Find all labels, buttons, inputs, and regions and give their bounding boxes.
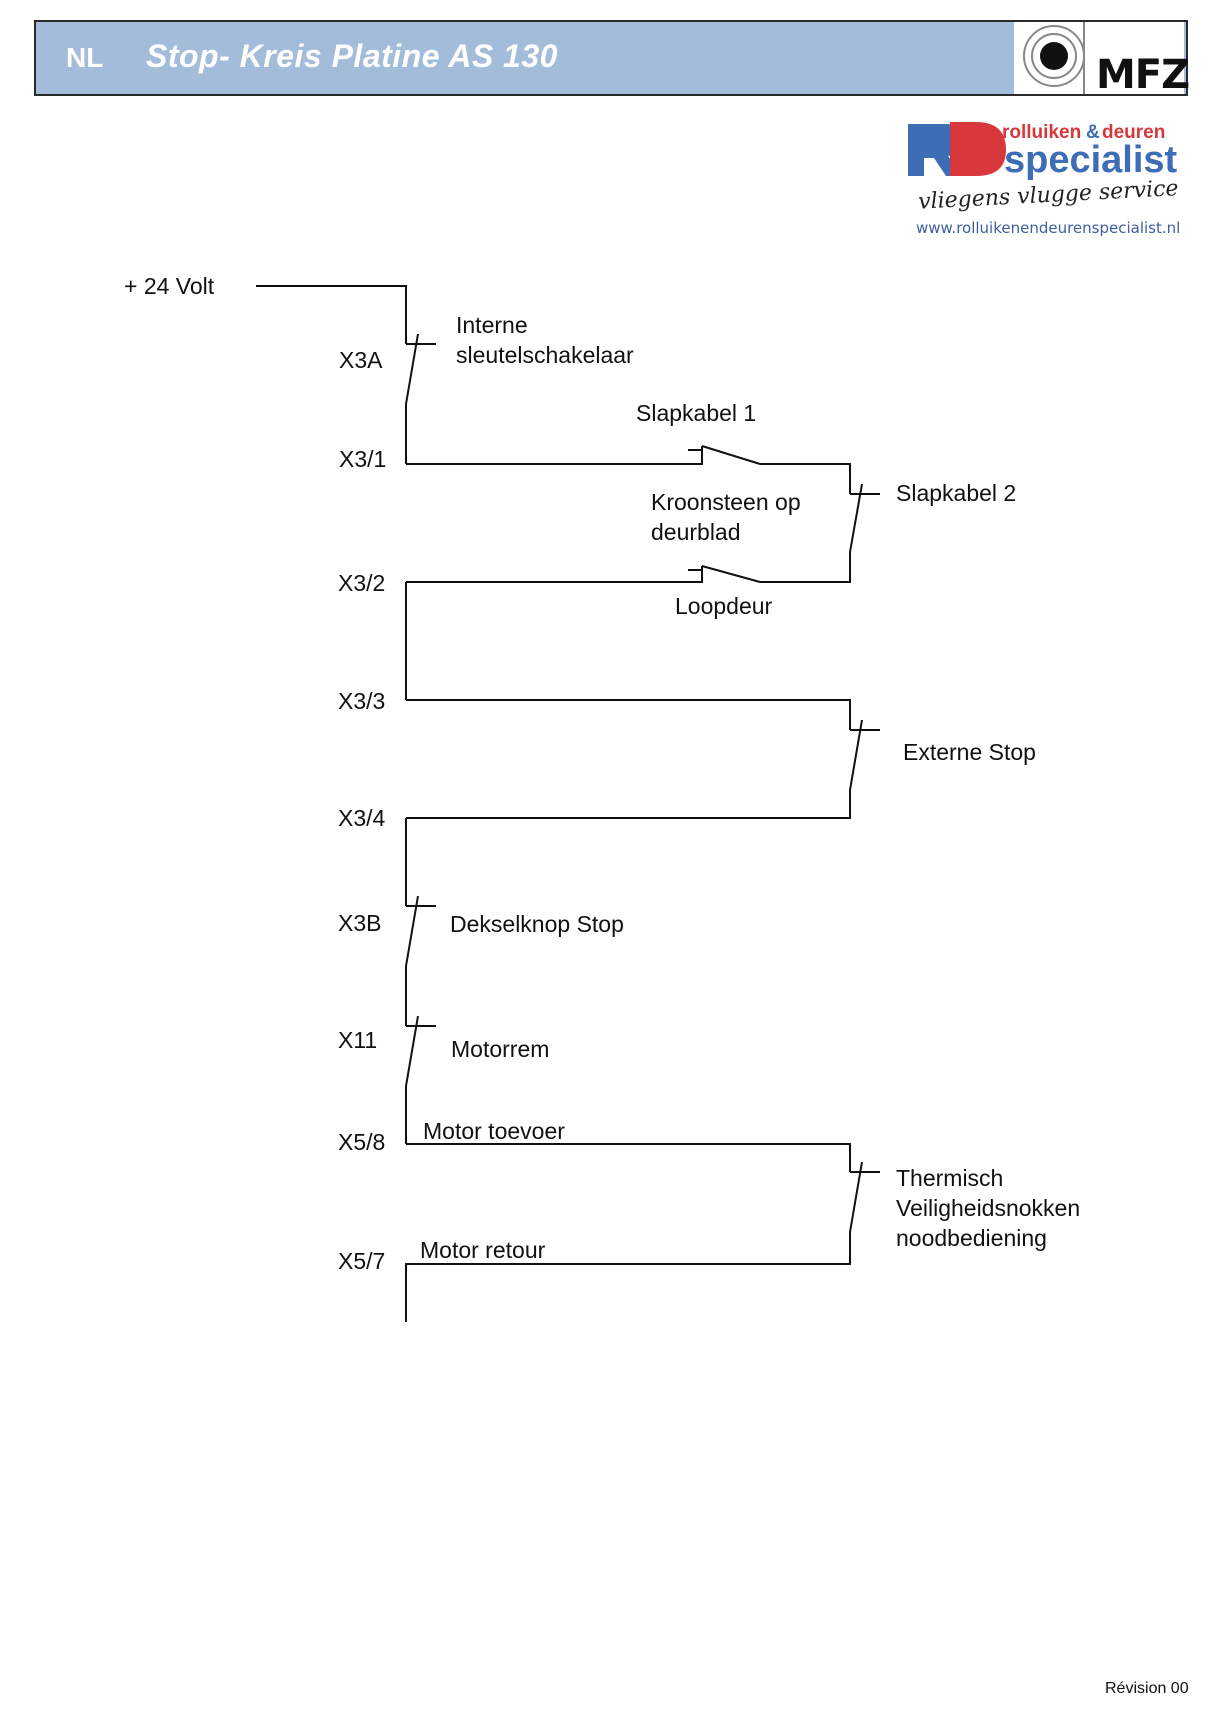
terminal-x3-2: X3/2: [338, 570, 385, 596]
terminal-x3a: X3A: [339, 347, 383, 373]
slapkabel1-to-slapkabel2: [760, 463, 851, 494]
label-interne-2: sleutelschakelaar: [456, 342, 634, 368]
slapkabel2-to-loopdeur: [760, 552, 851, 583]
x3a-switch-blade: [405, 333, 419, 405]
label-slapkabel-1: Slapkabel 1: [636, 400, 756, 426]
supply-wire: [256, 285, 407, 344]
x57-wire: [405, 1232, 851, 1322]
label-thermisch-3: noodbediening: [896, 1225, 1047, 1251]
header-bar: NL Stop- Kreis Platine AS 130 MFZ: [34, 20, 1190, 98]
dealer-line1: rolluiken: [1002, 122, 1081, 143]
label-thermisch-2: Veiligheidsnokken: [896, 1195, 1080, 1221]
label-thermisch-1: Thermisch: [896, 1165, 1003, 1191]
dealer-logo: rolluiken & deuren specialist vliegens v…: [906, 114, 1188, 244]
rd-monogram-icon: rolluiken & deuren specialist vliegens v…: [908, 122, 1179, 215]
terminal-x5-8: X5/8: [338, 1129, 385, 1155]
dealer-url: www.rolluikenendeurenspecialist.nl: [916, 219, 1181, 237]
thermisch-blade: [849, 1161, 863, 1233]
motorrem-blade: [405, 1015, 419, 1087]
mfz-emblem-icon: [1023, 22, 1085, 94]
label-kroonsteen-2: deurblad: [651, 519, 741, 545]
revision-label: Révision 00: [1105, 1680, 1189, 1697]
label-motor-retour: Motor retour: [420, 1237, 546, 1263]
label-interne-1: Interne: [456, 312, 528, 338]
externe-blade: [849, 719, 863, 791]
x31-wire: [406, 446, 703, 465]
mfz-brand-text: MFZ: [1096, 52, 1190, 98]
x34-wire: [406, 790, 851, 819]
x32-wire: [406, 566, 703, 583]
terminal-x3-3: X3/3: [338, 688, 385, 714]
label-loopdeur: Loopdeur: [675, 593, 773, 619]
supply-label: + 24 Volt: [124, 273, 215, 299]
label-motor-toevoer: Motor toevoer: [423, 1118, 565, 1144]
label-dekselknop-stop: Dekselknop Stop: [450, 911, 624, 937]
dealer-big-text: specialist: [1004, 139, 1178, 181]
terminal-x5-7: X5/7: [338, 1248, 385, 1274]
x58-wire: [406, 1143, 851, 1172]
slapkabel2-blade: [849, 483, 863, 553]
x33-wire: [406, 699, 851, 730]
dealer-line1b: deuren: [1102, 122, 1165, 143]
terminal-x3b: X3B: [338, 910, 381, 936]
loopdeur-blade: [701, 565, 761, 583]
page-title: Stop- Kreis Platine AS 130: [146, 38, 558, 74]
language-code: NL: [66, 42, 104, 73]
terminal-x3-4: X3/4: [338, 805, 386, 831]
label-slapkabel-2: Slapkabel 2: [896, 480, 1016, 506]
dealer-amp: &: [1086, 122, 1100, 143]
dekselknop-blade: [405, 895, 419, 967]
circuit-wires: [256, 285, 880, 1322]
label-kroonsteen-1: Kroonsteen op: [651, 489, 801, 515]
label-externe-stop: Externe Stop: [903, 739, 1036, 765]
label-motorrem: Motorrem: [451, 1036, 549, 1062]
terminal-x11: X11: [338, 1027, 377, 1053]
slapkabel1-blade: [701, 445, 761, 465]
terminal-x3-1: X3/1: [339, 446, 386, 472]
mfz-logo: MFZ: [1014, 22, 1190, 98]
